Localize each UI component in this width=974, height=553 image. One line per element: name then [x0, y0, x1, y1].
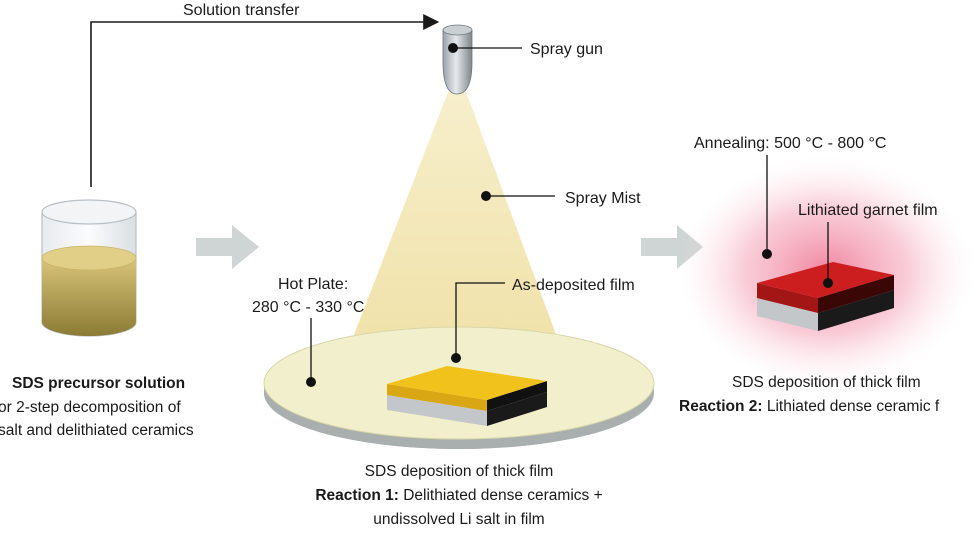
caption-left-title: SDS precursor solution [12, 375, 185, 392]
as-deposited-film-stack [387, 366, 547, 426]
caption-right-reaction-text: Lithiated dense ceramic f [763, 398, 940, 415]
hot-plate-label-2: 280 °C - 330 °C [252, 299, 364, 316]
caption-middle-line3: undissolved Li salt in film [373, 511, 544, 528]
solution-transfer-label: Solution transfer [183, 2, 300, 19]
beaker [41, 199, 137, 337]
annealing-label: Annealing: 500 °C - 800 °C [694, 135, 886, 152]
spray-mist-label: Spray Mist [565, 190, 641, 207]
caption-middle-reaction-text: Delithiated dense ceramics + [399, 487, 603, 504]
spray-gun-label: Spray gun [530, 41, 603, 58]
lithiated-garnet-label: Lithiated garnet film [798, 202, 938, 219]
caption-right-reaction: Reaction 2: [679, 398, 763, 415]
caption-middle-title: SDS deposition of thick film [365, 463, 554, 480]
caption-right: SDS deposition of thick film Reaction 2:… [679, 374, 940, 415]
caption-left-line2: or 2-step decomposition of [0, 399, 181, 416]
caption-left-line3: salt and delithiated ceramics [0, 422, 194, 439]
caption-middle-line2: Reaction 1: Delithiated dense ceramics + [315, 487, 602, 504]
caption-middle-reaction: Reaction 1: [315, 487, 399, 504]
as-deposited-film-label: As-deposited film [512, 277, 635, 294]
caption-left: SDS precursor solution or 2-step decompo… [0, 375, 194, 439]
precursor-solution [42, 258, 136, 336]
spray-mist [350, 92, 560, 345]
spray-gun [442, 24, 473, 95]
process-arrow-1 [196, 225, 259, 269]
hot-plate-label-1: Hot Plate: [278, 276, 348, 293]
solution-transfer-line [90, 14, 440, 187]
caption-right-title: SDS deposition of thick film [732, 374, 921, 391]
yellow-film [387, 366, 547, 400]
caption-middle: SDS deposition of thick film Reaction 1:… [315, 463, 602, 528]
caption-right-line2: Reaction 2: Lithiated dense ceramic f [679, 398, 940, 415]
